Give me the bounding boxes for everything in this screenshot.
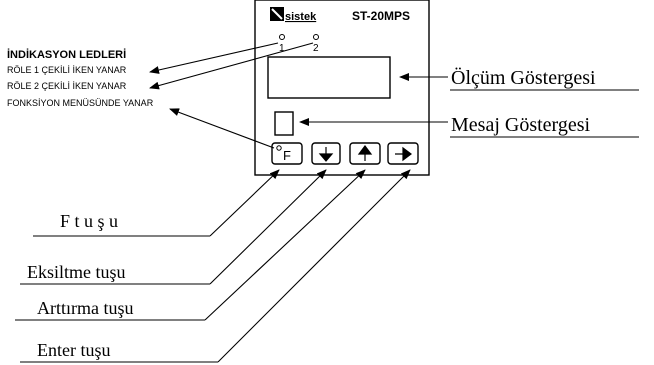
arrow-right-icon	[395, 146, 412, 162]
indicators-heading: İNDİKASYON LEDLERİ	[7, 48, 126, 61]
arrow-up-icon	[357, 145, 373, 161]
indicator-line-3: FONKSİYON MENÜSÜNDE YANAR	[7, 98, 154, 108]
message-display	[274, 111, 294, 136]
f-key-caption: F t u ş u	[60, 211, 118, 231]
indicator-line-2: RÖLE 2 ÇEKİLİ İKEN YANAR	[7, 81, 127, 91]
led-1-arrow	[149, 42, 279, 74]
enter-key-caption: Enter tuşu	[37, 340, 111, 360]
brand-name: sistek	[285, 11, 317, 23]
led-1	[279, 34, 285, 40]
led-1-number: 1	[279, 43, 285, 54]
f-key-pointer	[209, 169, 280, 237]
f-key-label: F	[283, 148, 291, 163]
decrease-key-caption: Eksiltme tuşu	[27, 262, 126, 282]
message-display-label: Mesaj Göstergesi	[451, 114, 590, 136]
model-number: ST-20MPS	[352, 9, 410, 23]
enter-key-pointer	[217, 169, 411, 363]
enter-key[interactable]	[387, 142, 419, 165]
led-2-number: 2	[313, 43, 319, 54]
increase-key-caption: Arttırma tuşu	[37, 298, 134, 318]
f-key[interactable]: F	[271, 142, 303, 165]
measurement-display	[267, 56, 391, 99]
decrease-key[interactable]	[311, 142, 341, 165]
f-led-arrow	[169, 108, 275, 149]
measurement-display-label: Ölçüm Göstergesi	[451, 66, 596, 89]
indicator-line-1: RÖLE 1 ÇEKİLİ İKEN YANAR	[7, 65, 127, 75]
increase-key[interactable]	[349, 142, 381, 165]
led-2-arrow	[149, 42, 314, 90]
led-2	[313, 34, 319, 40]
sistek-logo: sistek	[270, 7, 317, 23]
arrow-down-icon	[318, 147, 334, 162]
decrease-key-pointer	[209, 169, 327, 285]
increase-key-pointer	[204, 169, 366, 321]
